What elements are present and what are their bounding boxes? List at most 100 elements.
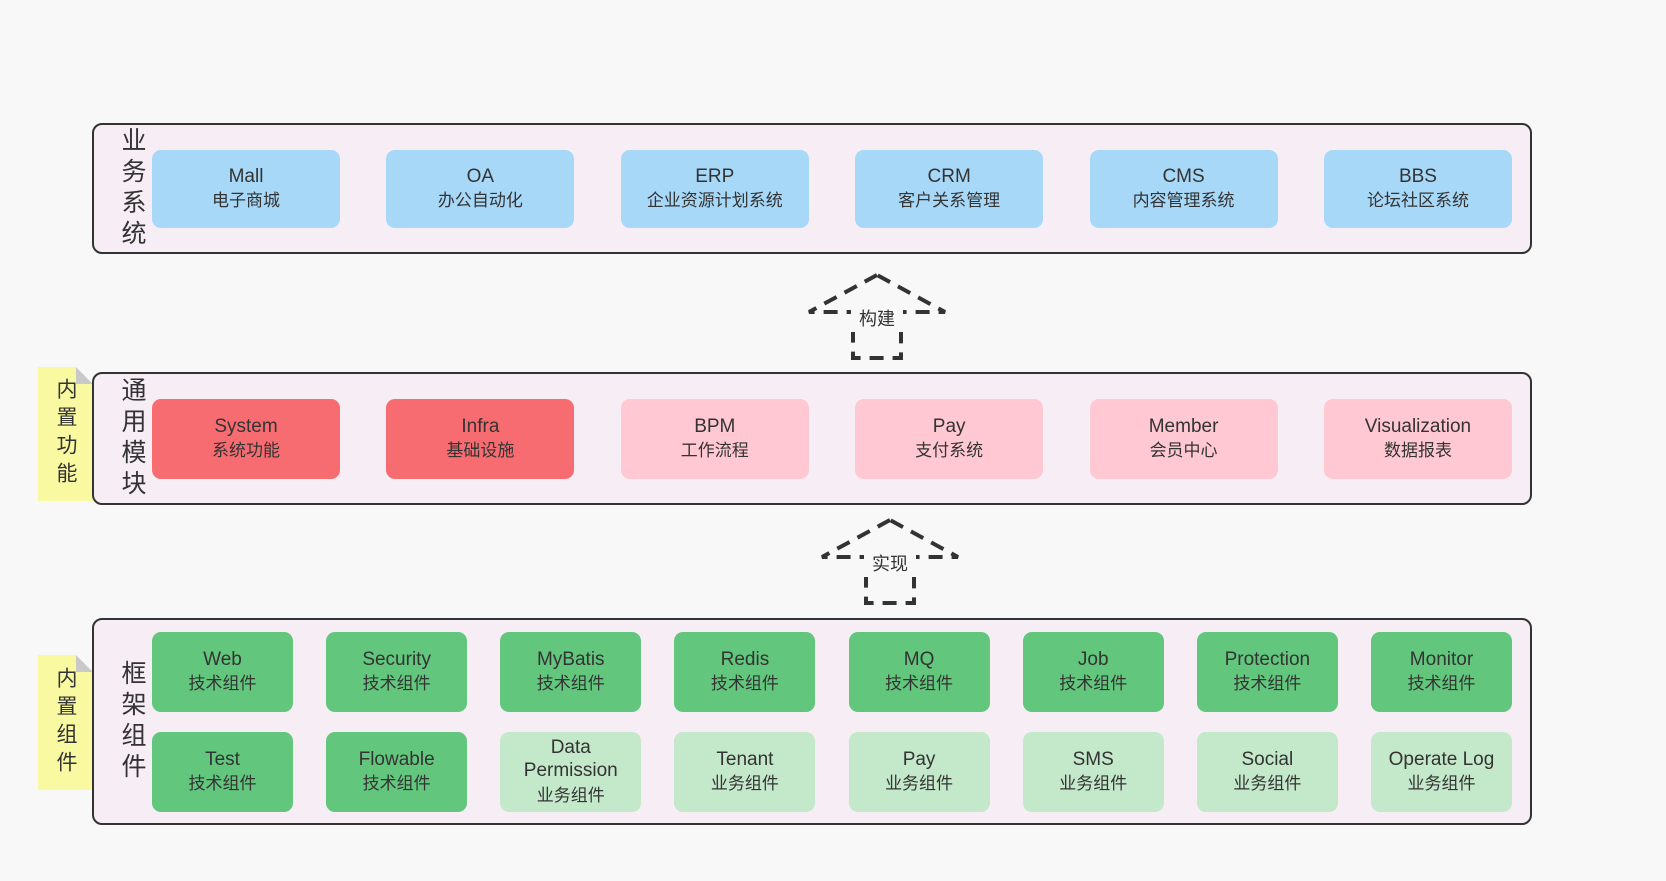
box-title: ERP (695, 165, 735, 187)
box-subtitle: 企业资源计划系统 (646, 191, 783, 211)
box-title: MQ (903, 648, 935, 670)
box-subtitle: 客户关系管理 (898, 191, 1001, 211)
box-title: System (214, 415, 278, 437)
box-social: Social 业务组件 (1196, 731, 1338, 812)
arrow-build: 构建 (807, 272, 947, 362)
sticky-note-builtin-components: 内置组件 (38, 655, 93, 790)
box-subtitle: 业务组件 (1059, 774, 1128, 794)
panel-common-modules: 通用模块 System 系统功能 Infra 基础设施 BPM 工作流程 Pay… (92, 372, 1532, 505)
box-title: BPM (694, 415, 736, 437)
box-title: Social (1241, 748, 1294, 770)
box-subtitle: 业务组件 (536, 786, 605, 806)
box-title: Visualization (1364, 415, 1472, 437)
box-subtitle: 业务组件 (1233, 774, 1302, 794)
box-subtitle: 办公自动化 (437, 191, 523, 211)
box-sms: SMS 业务组件 (1022, 731, 1164, 812)
box-title: Mall (228, 165, 264, 187)
box-title: BBS (1398, 165, 1437, 187)
panel-label: 通用模块 (118, 376, 146, 501)
box-monitor: Monitor 技术组件 (1370, 631, 1512, 712)
box-subtitle: 技术组件 (188, 674, 257, 694)
box-pay-biz: Pay 业务组件 (848, 731, 990, 812)
box-title: Tenant (716, 748, 774, 770)
box-test: Test 技术组件 (152, 731, 293, 812)
dashed-up-arrow-icon (821, 517, 959, 605)
box-subtitle: 业务组件 (710, 774, 779, 794)
box-subtitle: 系统功能 (212, 441, 280, 461)
business-systems-row: Mall 电子商城 OA 办公自动化 ERP 企业资源计划系统 CRM 客户关系… (152, 149, 1512, 228)
box-mybatis: MyBatis 技术组件 (500, 631, 642, 712)
box-redis: Redis 技术组件 (674, 631, 816, 712)
box-erp: ERP 企业资源计划系统 (620, 149, 809, 228)
box-subtitle: 技术组件 (188, 774, 257, 794)
arrow-implement: 实现 (820, 517, 960, 607)
arrow-label-backdrop (864, 550, 916, 577)
box-operate-log: Operate Log 业务组件 (1370, 731, 1512, 812)
box-title: Flowable (358, 748, 435, 770)
box-title: CMS (1162, 165, 1205, 187)
sticky-note-builtin-features: 内置功能 (38, 367, 93, 501)
box-bpm: BPM 工作流程 (620, 398, 809, 479)
arrow-label: 构建 (859, 309, 895, 329)
sticky-note-label: 内置组件 (54, 666, 77, 779)
box-title: Infra (461, 415, 500, 437)
box-subtitle: 技术组件 (1059, 674, 1128, 694)
box-title: Web (203, 648, 242, 670)
box-title: Redis (720, 648, 770, 670)
box-member: Member 会员中心 (1089, 398, 1278, 479)
dashed-up-arrow-icon (808, 272, 946, 360)
box-title: Monitor (1409, 648, 1474, 670)
box-title: Data Permission (523, 736, 618, 782)
box-subtitle: 会员中心 (1149, 441, 1218, 461)
tech-components-row: Web 技术组件 Security 技术组件 MyBatis 技术组件 Redi… (152, 631, 1512, 712)
box-crm: CRM 客户关系管理 (855, 149, 1044, 228)
box-title: Protection (1224, 648, 1311, 670)
box-subtitle: 技术组件 (885, 674, 954, 694)
arrow-label: 实现 (872, 554, 908, 574)
box-subtitle: 支付系统 (915, 441, 984, 461)
box-subtitle: 技术组件 (362, 674, 431, 694)
box-title: Pay (932, 415, 966, 437)
box-title: Pay (902, 748, 936, 770)
box-subtitle: 数据报表 (1383, 441, 1452, 461)
box-protection: Protection 技术组件 (1196, 631, 1338, 712)
box-mall: Mall 电子商城 (152, 149, 340, 228)
panel-business-systems: 业务系统 Mall 电子商城 OA 办公自动化 ERP 企业资源计划系统 CRM… (92, 123, 1532, 254)
folded-corner-icon (76, 655, 93, 672)
box-title: Security (362, 648, 431, 670)
box-title: Test (205, 748, 240, 770)
box-subtitle: 论坛社区系统 (1366, 191, 1469, 211)
box-tenant: Tenant 业务组件 (674, 731, 816, 812)
box-visualization: Visualization 数据报表 (1323, 398, 1512, 479)
box-bbs: BBS 论坛社区系统 (1323, 149, 1512, 228)
box-subtitle: 技术组件 (1233, 674, 1302, 694)
box-subtitle: 工作流程 (680, 441, 749, 461)
box-title: CRM (927, 165, 971, 187)
box-job: Job 技术组件 (1022, 631, 1164, 712)
box-subtitle: 内容管理系统 (1132, 191, 1235, 211)
box-mq: MQ 技术组件 (848, 631, 990, 712)
box-subtitle: 基础设施 (446, 441, 515, 461)
box-title: Job (1077, 648, 1109, 670)
box-web: Web 技术组件 (152, 631, 293, 712)
box-subtitle: 技术组件 (1407, 674, 1476, 694)
arrow-label-backdrop (851, 305, 903, 332)
box-subtitle: 电子商城 (212, 191, 280, 211)
box-subtitle: 技术组件 (710, 674, 779, 694)
box-title: OA (466, 165, 495, 187)
box-security: Security 技术组件 (326, 631, 468, 712)
box-data-permission: Data Permission 业务组件 (500, 731, 642, 812)
panel-label: 业务系统 (118, 126, 146, 251)
folded-corner-icon (76, 367, 93, 384)
box-cms: CMS 内容管理系统 (1089, 149, 1278, 228)
panel-framework-components: 框架组件 Web 技术组件 Security 技术组件 MyBatis 技术组件… (92, 618, 1532, 825)
box-oa: OA 办公自动化 (386, 149, 575, 228)
panel-label: 框架组件 (118, 659, 146, 784)
box-infra: Infra 基础设施 (386, 398, 575, 479)
box-title: Member (1148, 415, 1219, 437)
box-title: SMS (1072, 748, 1114, 770)
box-subtitle: 技术组件 (362, 774, 431, 794)
box-subtitle: 技术组件 (536, 674, 605, 694)
box-system: System 系统功能 (152, 398, 340, 479)
